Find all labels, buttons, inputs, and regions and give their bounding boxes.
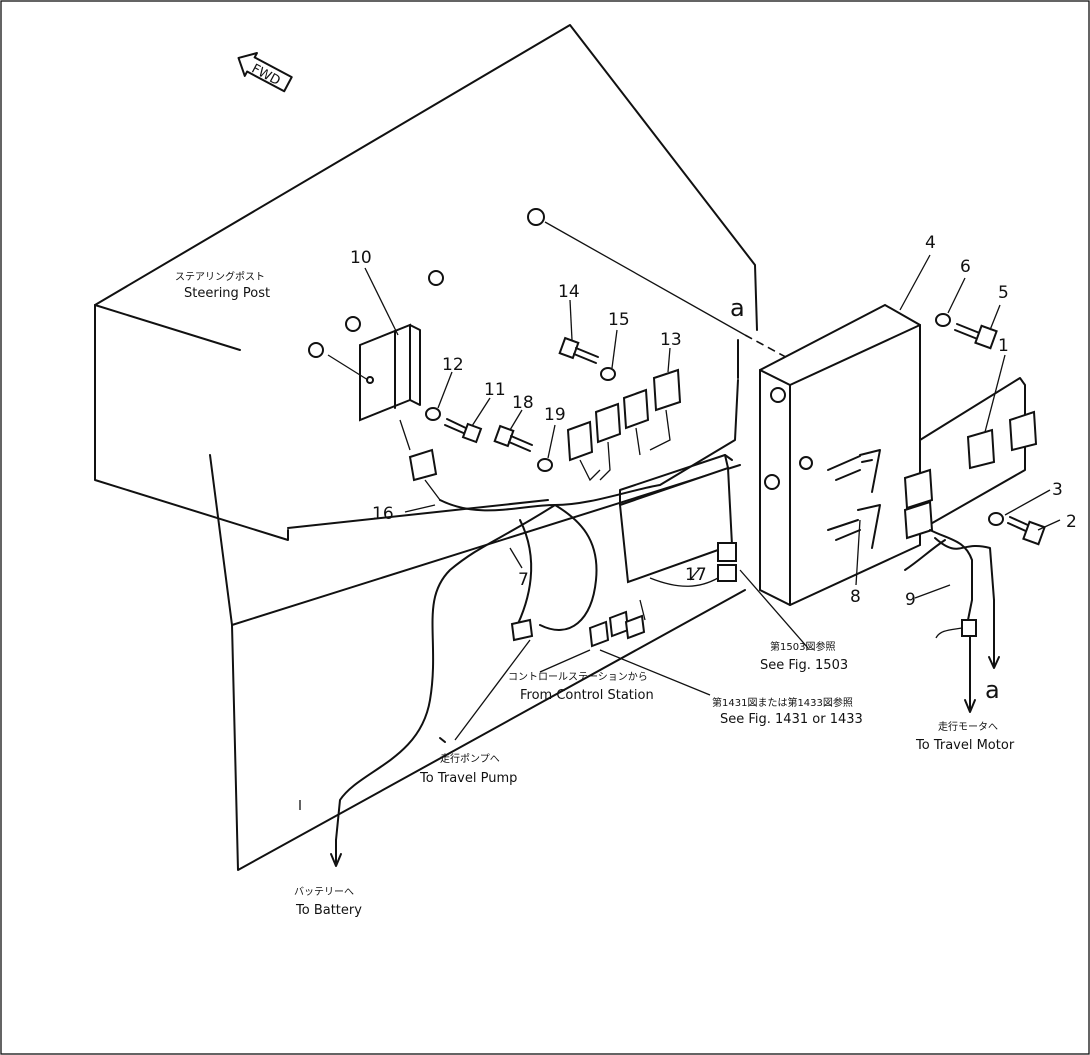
part-number-4: 4 [925,233,936,253]
washer-19 [537,458,553,472]
travel-pump-label-jp: 走行ポンプへ [440,752,500,765]
control-station-connectors [510,599,646,648]
bolt-2 [1007,516,1046,546]
control-station-label-jp: コントロールステーションから [508,671,648,683]
bolt-14 [558,336,599,364]
connection-mark-a-top: a [730,294,745,322]
battery-arrow [330,839,342,867]
control-station-label-en: From Control Station [520,688,654,703]
wire-harness-9 [904,529,995,639]
part-number-15: 15 [608,310,630,330]
battery-label-en: To Battery [295,903,362,918]
washer-3 [988,512,1004,526]
main-box-4 [759,303,921,607]
bolt-18 [493,424,533,452]
part-number-3: 3 [1052,480,1063,500]
connector-16 [399,419,441,501]
wire-harness-7 [335,379,739,841]
connector-17 [649,542,737,587]
bolt-5 [954,323,998,350]
relay-bracket-10 [327,323,421,422]
steering-post-label-en: Steering Post [184,286,270,301]
part-number-10: 10 [350,248,372,268]
washer-15 [600,367,616,381]
grommets [308,208,545,358]
part-number-2: 2 [1066,512,1077,532]
relay-bracket-1 [919,377,1038,531]
box-relays [903,468,934,540]
see-fig-1431-label-en: See Fig. 1431 or 1433 [720,712,863,727]
bolt-11 [444,418,483,444]
part-number-9: 9 [905,590,916,610]
steering-post-label-jp: ステアリングポスト [175,270,265,283]
part-number-1: 1 [998,336,1009,356]
see-fig-1503-label-en: See Fig. 1503 [760,658,848,673]
part-number-16: 16 [372,504,394,524]
part-number-7: 7 [518,570,529,590]
washer-12 [425,407,441,421]
hidden-line [744,334,796,363]
leader-lines [299,254,1061,810]
connection-mark-a-bottom: a [985,676,1000,704]
travel-motor-label-jp: 走行モータへ [938,720,998,733]
part-number-18: 18 [512,393,534,413]
part-number-5: 5 [998,283,1009,303]
fwd-arrow: FWD [237,52,293,93]
see-fig-1431-label-jp: 第1431図または第1433図参照 [712,696,853,709]
part-number-17: 17 [685,565,707,585]
part-number-6: 6 [960,257,971,277]
control-box [618,454,734,584]
part-number-8: 8 [850,587,861,607]
leader-line [544,221,746,336]
relay-group-13 [566,368,682,482]
see-fig-1503-label-jp: 第1503図参照 [770,640,835,653]
part-number-11: 11 [484,380,506,400]
part-number-19: 19 [544,405,566,425]
part-number-13: 13 [660,330,682,350]
travel-motor-label-en: To Travel Motor [915,738,1015,753]
steering-post-housing [94,24,758,871]
a-arrow-bottom [988,599,1000,669]
part-number-12: 12 [442,355,464,375]
fwd-text: FWD [249,61,283,88]
travel-motor-arrow [964,635,976,713]
washer-6 [935,313,951,327]
travel-pump-arrow [439,737,446,743]
travel-pump-label-en: To Travel Pump [419,771,517,786]
part-number-14: 14 [558,282,580,302]
battery-label-jp: バッテリーへ [294,886,354,898]
